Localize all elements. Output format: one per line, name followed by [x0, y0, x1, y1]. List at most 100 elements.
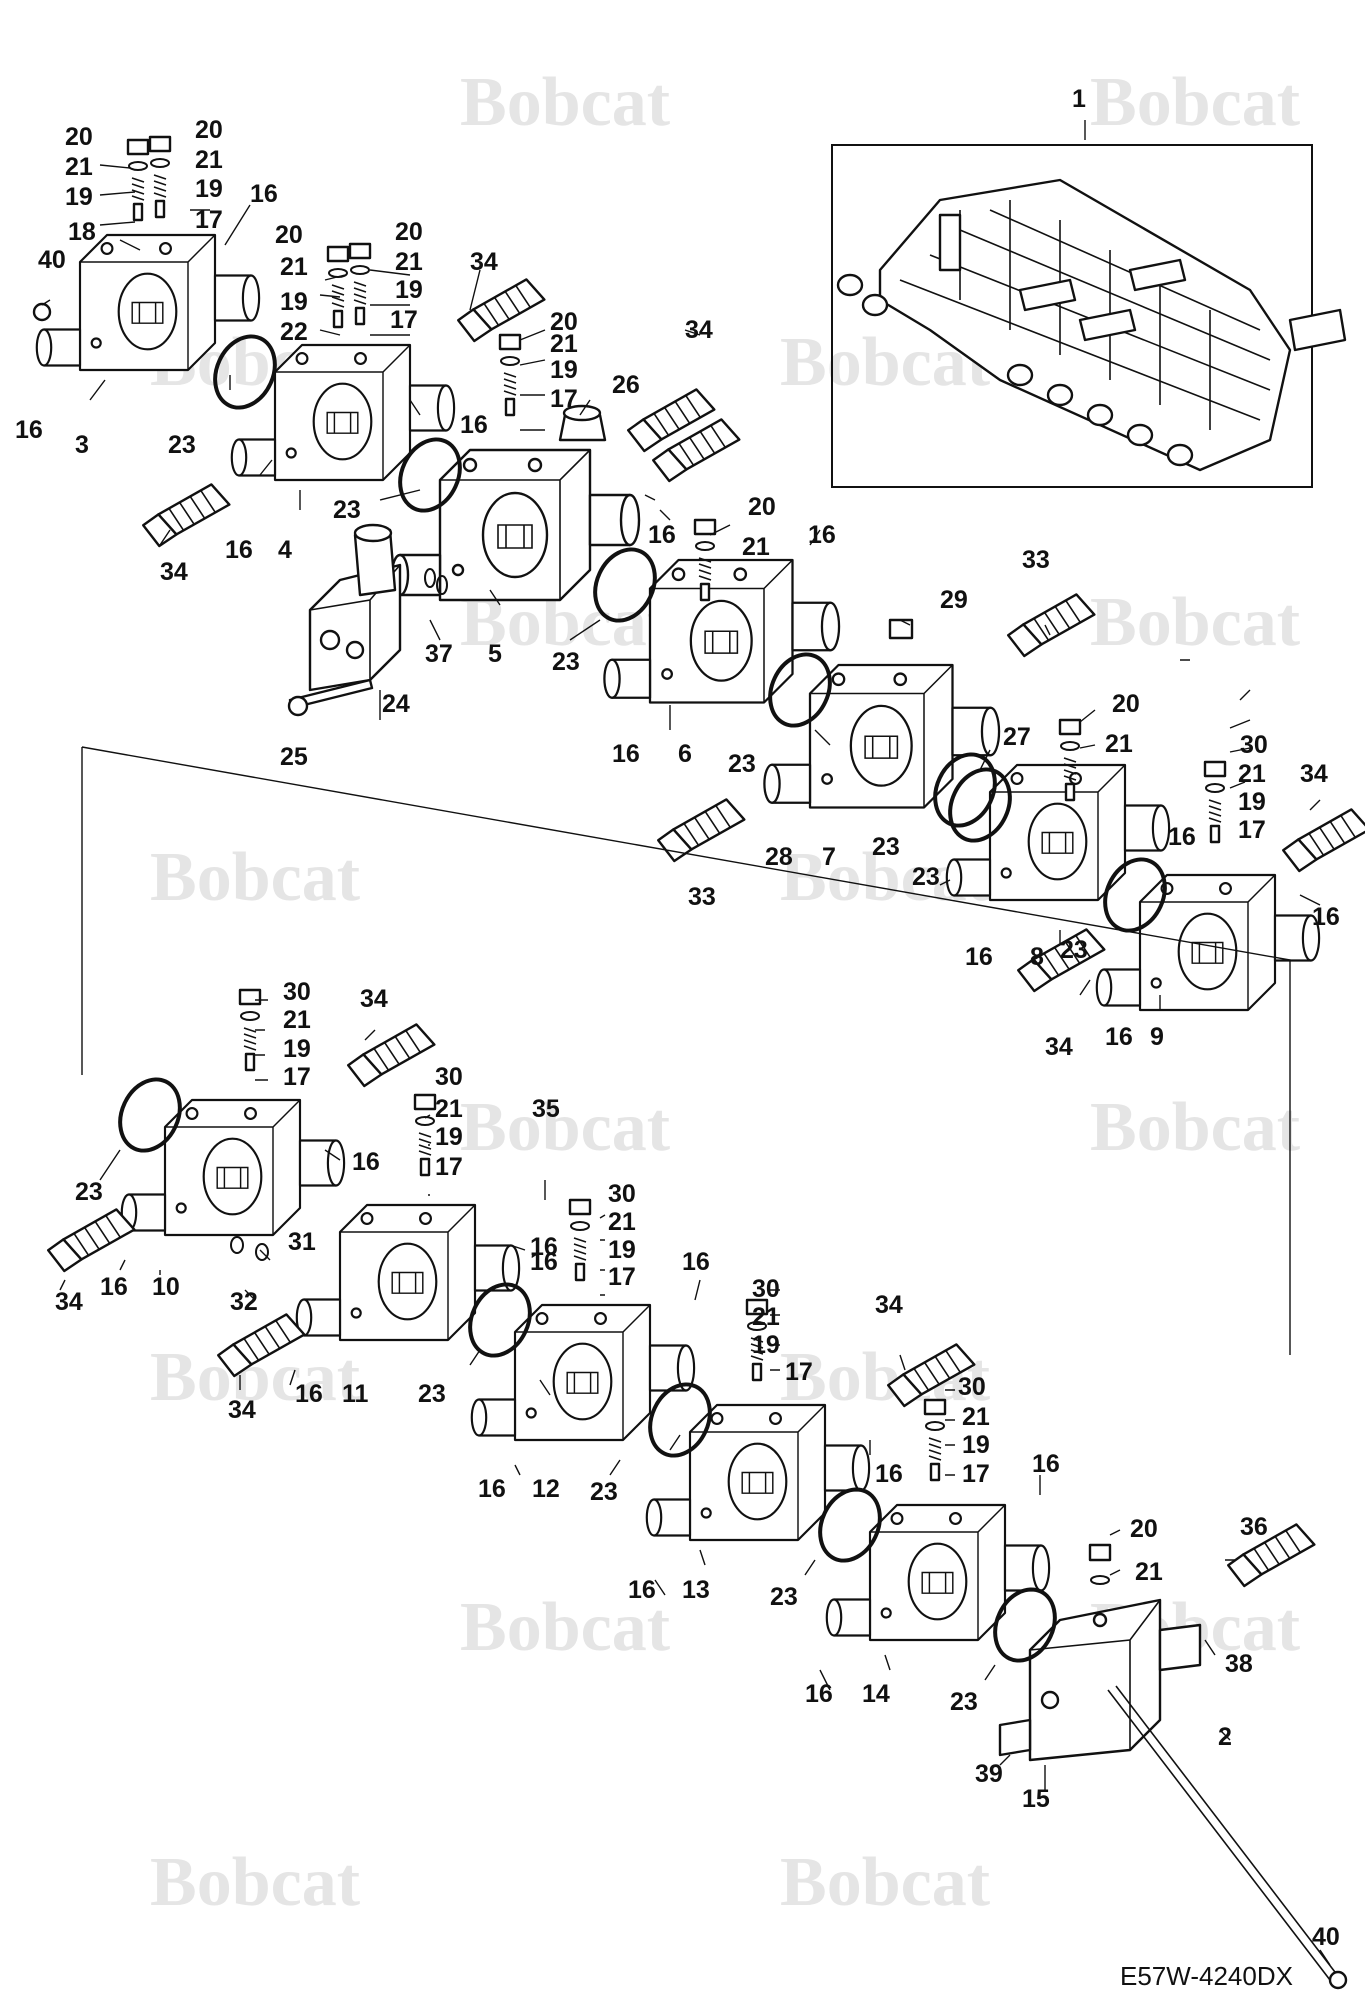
callout-16: 16: [1312, 903, 1340, 931]
callout-16: 16: [805, 1680, 833, 1708]
valve-section-7: [763, 663, 1001, 809]
callout-21: 21: [280, 253, 308, 281]
assembly-inset: [831, 144, 1347, 488]
callout-16: 16: [1105, 1023, 1133, 1051]
callout-21: 21: [1238, 760, 1266, 788]
valve-section-14: [825, 1503, 1051, 1642]
callout-34: 34: [360, 985, 388, 1013]
watermark-text: Bobcat: [150, 1844, 360, 1921]
callout-12: 12: [532, 1475, 560, 1503]
callout-11: 11: [342, 1380, 369, 1408]
callout-36: 36: [1240, 1513, 1268, 1541]
watermark-text: Bobcat: [1090, 1089, 1300, 1166]
inlet-block-24: [308, 523, 402, 692]
callout-19: 19: [395, 276, 423, 304]
callout-5: 5: [488, 640, 502, 668]
callout-25: 25: [280, 743, 308, 771]
callout-21: 21: [435, 1095, 463, 1123]
callout-15: 15: [1022, 1785, 1050, 1813]
callout-16: 16: [15, 416, 43, 444]
callout-2: 2: [1218, 1723, 1232, 1751]
watermark-text: Bobcat: [460, 1589, 670, 1666]
callout-16: 16: [1168, 823, 1196, 851]
callout-30: 30: [1240, 731, 1268, 759]
watermark-text: Bobcat: [1090, 64, 1300, 141]
callout-17: 17: [435, 1153, 463, 1181]
callout-35: 35: [532, 1095, 560, 1123]
callout-31: 31: [288, 1228, 316, 1256]
callout-40: 40: [38, 246, 66, 274]
watermark-text: Bobcat: [460, 64, 670, 141]
callout-24: 24: [382, 690, 410, 718]
callout-19: 19: [1238, 788, 1266, 816]
callout-19: 19: [608, 1236, 636, 1264]
callout-16: 16: [965, 943, 993, 971]
o-rings: [118, 334, 1167, 1663]
callout-30: 30: [435, 1063, 463, 1091]
valve-section-10: [120, 1098, 346, 1237]
callout-23: 23: [912, 863, 940, 891]
valve-section-12: [470, 1303, 696, 1442]
callout-20: 20: [65, 123, 93, 151]
callout-22: 22: [280, 318, 308, 346]
callout-34: 34: [685, 316, 713, 344]
callout-20: 20: [395, 218, 423, 246]
callout-21: 21: [195, 146, 223, 174]
callout-34: 34: [55, 1288, 83, 1316]
callout-20: 20: [1130, 1515, 1158, 1543]
callout-19: 19: [962, 1431, 990, 1459]
callout-34: 34: [1300, 760, 1328, 788]
callout-21: 21: [283, 1006, 311, 1034]
callout-34: 34: [875, 1291, 903, 1319]
callout-23: 23: [1060, 936, 1088, 964]
callout-16: 16: [530, 1248, 558, 1276]
callout-27: 27: [1003, 723, 1031, 751]
callout-21: 21: [395, 248, 423, 276]
callout-23: 23: [590, 1478, 618, 1506]
callout-20: 20: [1112, 690, 1140, 718]
callout-34: 34: [1045, 1033, 1073, 1061]
callout-23: 23: [333, 496, 361, 524]
callout-38: 38: [1225, 1650, 1253, 1678]
callout-19: 19: [752, 1331, 780, 1359]
valve-section-11: [295, 1203, 521, 1342]
callout-23: 23: [950, 1688, 978, 1716]
callout-21: 21: [962, 1403, 990, 1431]
callout-16: 16: [250, 180, 278, 208]
callout-23: 23: [75, 1178, 103, 1206]
callout-16: 16: [648, 521, 676, 549]
callout-21: 21: [1135, 1558, 1163, 1586]
callout-16: 16: [682, 1248, 710, 1276]
callout-4: 4: [278, 536, 292, 564]
valve-section-9: [1095, 873, 1321, 1012]
callout-10: 10: [152, 1273, 180, 1301]
callout-28: 28: [765, 843, 793, 871]
callout-19: 19: [435, 1123, 463, 1151]
callout-23: 23: [872, 833, 900, 861]
callout-34: 34: [470, 248, 498, 276]
callout-20: 20: [748, 493, 776, 521]
callout-30: 30: [958, 1373, 986, 1401]
callout-16: 16: [100, 1273, 128, 1301]
callout-7: 7: [822, 843, 836, 871]
callout-34: 34: [160, 558, 188, 586]
callout-19: 19: [65, 183, 93, 211]
callout-32: 32: [230, 1288, 258, 1316]
callout-21: 21: [742, 533, 770, 561]
callout-16: 16: [225, 536, 253, 564]
callout-23: 23: [728, 750, 756, 778]
callout-20: 20: [550, 308, 578, 336]
callout-37: 37: [425, 640, 453, 668]
callout-21: 21: [1105, 730, 1133, 758]
callout-16: 16: [1032, 1450, 1060, 1478]
callout-30: 30: [283, 978, 311, 1006]
callout-3: 3: [75, 431, 89, 459]
valve-section-5: [390, 448, 641, 602]
valve-section-8: [945, 763, 1171, 902]
callout-17: 17: [550, 385, 578, 413]
callout-23: 23: [168, 431, 196, 459]
watermark-text: Bobcat: [1090, 584, 1300, 661]
callout-33: 33: [1022, 546, 1050, 574]
callout-labels: 1 20 20 21 21 19 19 16 17 18 40 20 20 21…: [15, 85, 1340, 1951]
